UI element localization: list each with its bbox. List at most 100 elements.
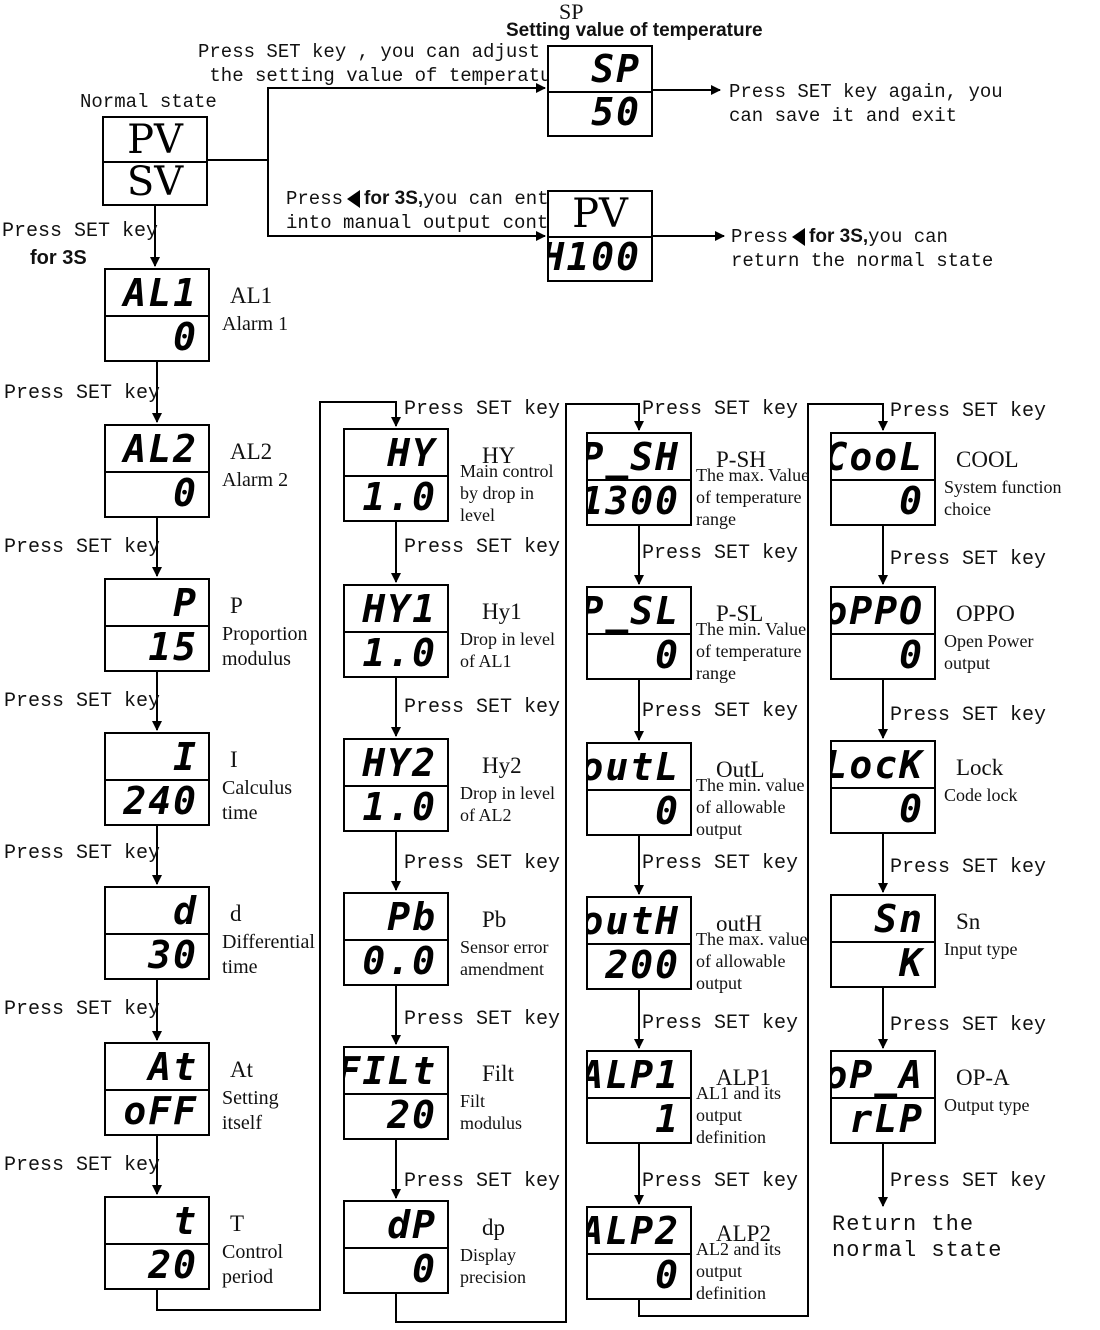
return-note-rest: you can	[868, 226, 948, 248]
param-display-top: outL	[588, 744, 680, 789]
param-display-bottom: 30	[148, 932, 198, 977]
param-display-top: AL2	[123, 426, 198, 471]
param-description: Sensor error amendment	[460, 937, 549, 979]
save-note: Press SET key again, you can save it and…	[729, 81, 1003, 127]
press-set-key-label: Press SET key	[890, 400, 1047, 423]
param-code: AL1	[230, 283, 273, 308]
param-description: The min. Value of temperature range	[696, 619, 807, 683]
param-display-top: HY2	[362, 740, 437, 785]
param-display-top: I	[173, 734, 198, 779]
param-description: System function choice	[944, 477, 1062, 519]
manual-display-bottom: H100	[549, 235, 641, 279]
param-code: dp	[482, 1215, 505, 1240]
param-description: Alarm 2	[222, 469, 289, 491]
return-note-for: for 3S,	[809, 226, 869, 247]
param-code: At	[230, 1057, 253, 1082]
param-display-bottom: 0	[173, 470, 198, 515]
param-code: Sn	[956, 909, 981, 934]
press-set-key-label: Press SET key	[890, 548, 1047, 571]
param-display-bottom: 20	[148, 1242, 198, 1287]
param-description: Proportion modulus	[222, 623, 308, 670]
param-display-bottom: 15	[148, 624, 198, 669]
param-description: Filt modulus	[460, 1091, 523, 1133]
param-code: OutL	[716, 757, 765, 782]
param-display-bottom: rLP	[849, 1096, 924, 1141]
return-normal-label: Return the normal state	[832, 1212, 1003, 1263]
param-code: Lock	[956, 755, 1004, 780]
press-set-key-label: Press SET key	[404, 1008, 561, 1031]
param-description: Alarm 1	[222, 313, 289, 335]
param-display-top: P	[173, 580, 198, 625]
param-description: Code lock	[944, 785, 1018, 805]
param-description: The min. value of allowable output	[696, 775, 805, 839]
param-description: Control period	[222, 1241, 284, 1288]
param-display-bottom: 1300	[588, 478, 680, 523]
param-display-top: HY	[387, 430, 437, 475]
param-description: Open Power output	[944, 631, 1034, 673]
param-code: Pb	[482, 907, 507, 932]
param-display-bottom: 0	[655, 1252, 680, 1297]
param-display-bottom: 200	[605, 942, 680, 987]
press-set-key-label: Press SET key	[890, 704, 1047, 727]
param-display-top: At	[148, 1044, 198, 1089]
press-set-key-label: Press SET key	[890, 1170, 1047, 1193]
param-display-bottom: 0	[655, 632, 680, 677]
flow-arrow	[267, 160, 546, 241]
sv-label: SV	[126, 159, 184, 204]
press-set-key-label: Press SET key	[404, 1170, 561, 1193]
press-set-key-label: Press SET key	[642, 1012, 799, 1035]
sp-display-bottom: 50	[591, 90, 641, 134]
flow-arrow	[156, 401, 401, 1311]
manual-output-display: PV H100	[547, 190, 653, 282]
param-description: AL2 and its output definition	[696, 1239, 781, 1303]
normal-state-label: Normal state	[80, 91, 217, 113]
param-display-top: Pb	[387, 894, 437, 939]
param-display-top: FILt	[345, 1048, 437, 1093]
param-display-top: CooL	[832, 434, 924, 479]
param-code: ALP2	[716, 1221, 771, 1246]
press-set-key-label: Press SET key	[890, 856, 1047, 879]
param-code: P-SL	[716, 601, 764, 626]
sp-display-top: SP	[591, 47, 641, 91]
manual-note-press: Press	[286, 188, 344, 210]
press-set-key-label: Press SET key	[642, 542, 799, 565]
param-code: OP-A	[956, 1065, 1010, 1090]
manual-note-line2: into manual output control	[286, 212, 583, 234]
param-display-bottom: 0.0	[362, 938, 437, 983]
param-code: T	[230, 1211, 245, 1236]
param-display-top: dP	[387, 1202, 437, 1247]
param-code: OPPO	[956, 601, 1015, 626]
flow-arrow	[638, 403, 888, 1317]
param-display-bottom: 0	[899, 478, 924, 523]
press-set-key-label: Press SET key	[642, 700, 799, 723]
param-display-bottom: 1.0	[362, 630, 437, 675]
sp-display: SP 50	[547, 45, 653, 137]
param-code: ALP1	[716, 1065, 771, 1090]
param-description: Differential time	[222, 931, 315, 978]
press-set-key-label: Press SET key	[404, 696, 561, 719]
press-set-key-label: Press SET key	[404, 536, 561, 559]
sp-title: SP	[559, 0, 584, 24]
press-set-key-label: Press SET key	[642, 1170, 799, 1193]
param-display-bottom: 0	[655, 788, 680, 833]
param-description: Output type	[944, 1095, 1030, 1115]
param-code: outH	[716, 911, 762, 936]
param-code: AL2	[230, 439, 273, 464]
